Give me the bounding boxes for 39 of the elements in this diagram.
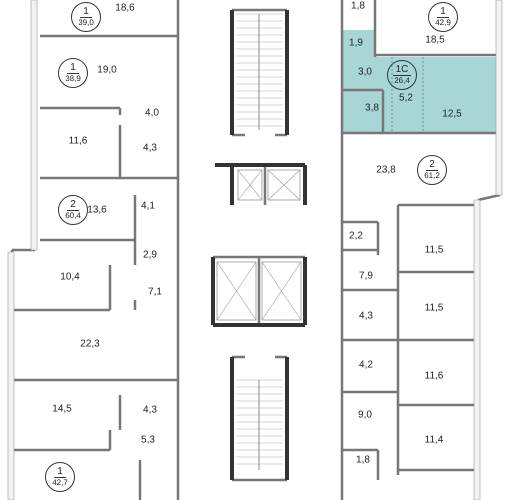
room-area-label: 18,6	[115, 2, 135, 14]
room-area-label: 4,0	[145, 108, 159, 118]
room-area-label: 4,3	[143, 142, 157, 154]
room-area-label: 5,3	[141, 434, 155, 446]
room-area-label: 19,0	[97, 64, 117, 76]
apartment-badge: 2 61,2	[417, 155, 447, 185]
apartment-badge: 1 42,7	[45, 462, 75, 492]
room-area-label: 11,6	[424, 370, 444, 382]
room-area-label: 5,2	[399, 92, 413, 104]
room-area-label: 9,0	[358, 410, 372, 420]
room-area-label: 4,3	[143, 404, 157, 416]
room-area-label: 7,9	[359, 270, 373, 282]
room-area-label: 14,5	[52, 404, 72, 414]
room-area-label: 11,6	[68, 136, 88, 146]
room-area-label: 23,8	[376, 164, 396, 176]
apartment-badge: 2 60,4	[58, 195, 88, 225]
apartment-badge: 1С 26,4	[387, 60, 417, 90]
room-area-label: 18,5	[425, 34, 445, 46]
room-area-label: 12,5	[442, 108, 462, 120]
apartment-badge: 1 42,9	[428, 2, 458, 32]
room-area-label: 11,5	[424, 302, 444, 314]
room-area-label: 3,0	[358, 66, 372, 78]
room-area-label: 2,2	[349, 230, 363, 242]
room-area-label: 1,9	[349, 38, 363, 48]
room-area-label: 3,8	[365, 102, 379, 114]
room-area-label: 7,1	[148, 286, 162, 298]
room-area-label: 1,8	[351, 0, 365, 12]
room-area-label: 11,5	[424, 244, 444, 256]
room-area-label: 13,6	[87, 204, 107, 216]
room-area-label: 11,4	[424, 434, 444, 446]
apartment-badge: 1 38,9	[58, 58, 88, 88]
room-area-label: 1,8	[356, 454, 370, 466]
apartment-badge: 1 39,0	[71, 2, 101, 32]
room-area-label: 4,2	[359, 360, 373, 370]
room-area-label: 2,9	[143, 250, 157, 260]
room-area-label: 10,4	[60, 272, 80, 282]
room-area-label: 22,3	[80, 338, 100, 350]
room-area-label: 4,3	[359, 310, 373, 322]
room-area-label: 4,1	[141, 200, 155, 212]
